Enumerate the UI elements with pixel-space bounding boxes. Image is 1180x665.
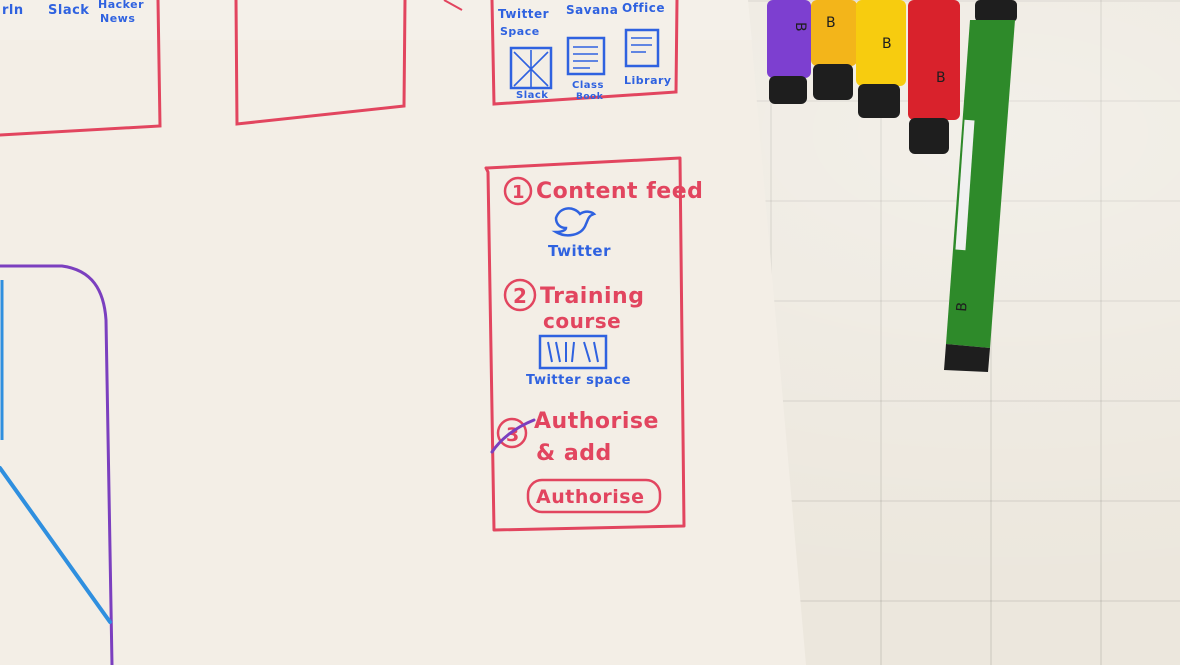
yellow-marker: B — [856, 0, 906, 118]
onboarding-card-frame — [484, 156, 686, 532]
sketch-box-top-middle — [234, 0, 407, 126]
step-2-title-line2: course — [543, 309, 621, 333]
twitter-bird-icon — [551, 207, 597, 237]
step-3-title-line1: Authorise — [534, 409, 659, 434]
orange-marker-label: B — [826, 15, 836, 31]
red-marker-label: B — [936, 70, 946, 86]
sketch-label-hacker: Hacker — [98, 0, 144, 11]
paper-sheet — [0, 0, 806, 665]
step-1-title: Content feed — [536, 179, 703, 204]
purple-marker: B — [767, 0, 811, 104]
app-grid-label-library: Library — [624, 74, 672, 87]
purple-device-outline — [0, 264, 114, 665]
authorise-button[interactable] — [526, 478, 662, 514]
sketch-box-top-left — [0, 0, 162, 137]
app-grid-label-book: Book — [576, 92, 604, 102]
red-marker: B — [908, 0, 960, 154]
purple-check-mark — [490, 418, 536, 454]
app-grid-label-savana: Savana — [566, 3, 618, 17]
sketch-app-grid — [490, 0, 679, 106]
authorise-button-label: Authorise — [536, 486, 644, 508]
step-2-title-line1: Training — [540, 284, 644, 309]
app-grid-label-office: Office — [622, 1, 665, 15]
sketch-label-news: News — [100, 12, 135, 25]
step-1-number: 1 — [512, 182, 525, 203]
twitter-space-thumbnail-icon — [538, 334, 608, 370]
sketch-label-slack: Slack — [48, 3, 89, 18]
app-grid-label-slack: Slack — [516, 90, 548, 101]
green-marker-label: B — [954, 302, 971, 313]
sketch-label-rln: rln — [2, 3, 24, 18]
orange-marker: B — [811, 0, 857, 100]
green-marker: B — [944, 0, 1017, 372]
purple-marker-label: B — [792, 22, 808, 32]
step-2-caption: Twitter space — [526, 373, 631, 388]
step-2-circle — [503, 278, 537, 312]
app-grid-label-space: Space — [500, 25, 540, 38]
step-3-circle — [496, 417, 528, 449]
step-3-title-line2: & add — [536, 441, 612, 466]
step-2-number: 2 — [513, 284, 527, 308]
yellow-marker-label: B — [882, 36, 892, 52]
step-1-circle — [503, 176, 533, 206]
step-1-caption: Twitter — [548, 242, 611, 260]
blue-diagonal-line — [0, 466, 112, 624]
app-grid-label-twitter: Twitter — [498, 7, 549, 21]
app-grid-label-class: Class — [572, 80, 604, 91]
